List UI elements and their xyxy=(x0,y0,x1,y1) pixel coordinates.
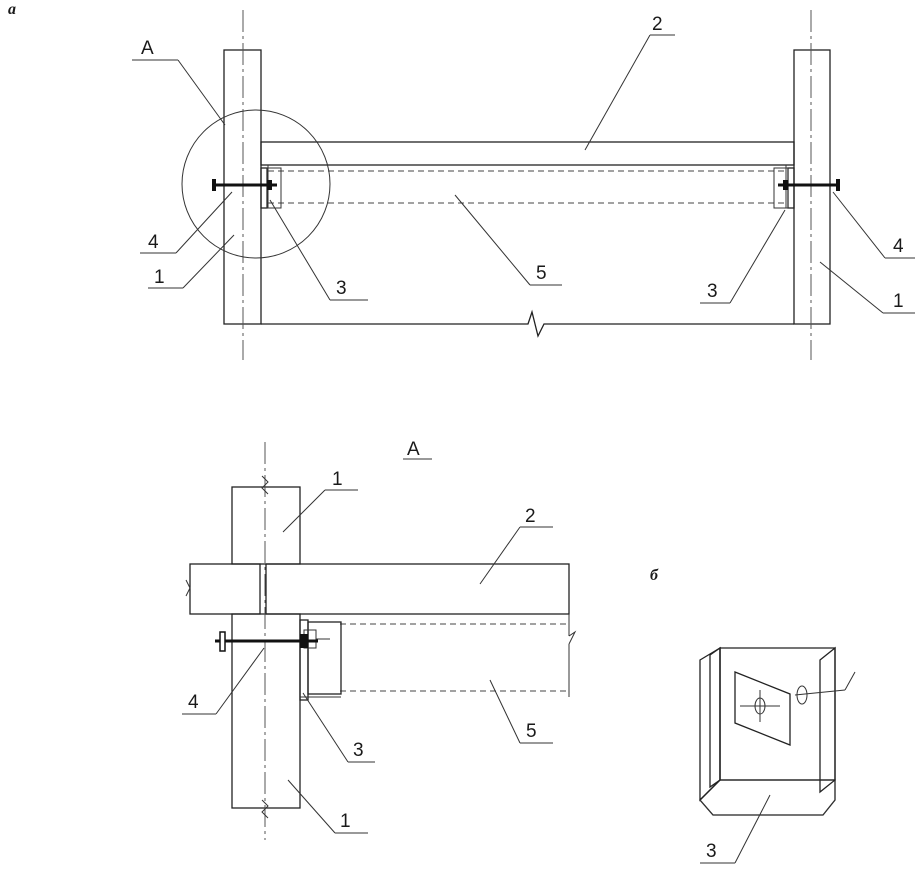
detail-left-slab xyxy=(189,563,261,615)
detail-callout-3: 3 xyxy=(353,740,364,761)
callout-3-right: 3 xyxy=(707,281,718,302)
detail-bolt xyxy=(215,631,318,652)
callout-1-right: 1 xyxy=(893,291,904,312)
panel-beam xyxy=(267,165,787,208)
callout-5-leader xyxy=(454,194,562,286)
callout-1-left-leader xyxy=(148,234,235,289)
detail-a-marker: А xyxy=(141,38,154,59)
iso-callout-3: 3 xyxy=(706,841,717,862)
right-bolt xyxy=(778,179,840,191)
callout-3-right-leader xyxy=(700,209,786,304)
detail-a-circle xyxy=(181,109,331,259)
floor-slab xyxy=(260,141,795,166)
callout-3-left: 3 xyxy=(336,278,347,299)
callout-3-left-leader xyxy=(269,199,368,301)
detail-a-title: А xyxy=(407,439,420,460)
callout-5-top: 5 xyxy=(536,263,547,284)
callout-4-right: 4 xyxy=(893,236,904,257)
detail-callout-1-top-leader xyxy=(282,489,358,533)
callout-2-leader xyxy=(584,34,675,151)
callout-a-leader xyxy=(132,59,226,126)
callout-1-left: 1 xyxy=(154,267,165,288)
detail-callout-4: 4 xyxy=(188,692,199,713)
detail-callout-5: 5 xyxy=(526,721,537,742)
detail-callout-2: 2 xyxy=(525,506,536,527)
detail-callout-1-top: 1 xyxy=(332,469,343,490)
detail-callout-3-leader xyxy=(302,692,375,763)
detail-panel-beam xyxy=(340,614,577,697)
callout-4-right-leader xyxy=(832,191,915,259)
detail-callout-2-leader xyxy=(479,526,553,585)
callout-4-left-leader xyxy=(140,191,233,254)
left-bolt xyxy=(212,179,277,191)
view-b-label: б xyxy=(650,567,659,584)
callout-1-right-leader xyxy=(819,261,915,314)
detail-callout-1-bottom: 1 xyxy=(340,811,351,832)
detail-lower-wall xyxy=(231,613,301,809)
detail-bracket xyxy=(299,619,342,701)
detail-main-slab xyxy=(265,563,570,615)
detail-callout-5-leader xyxy=(489,679,553,744)
view-a-label: а xyxy=(8,1,16,18)
callout-4-left: 4 xyxy=(148,232,159,253)
isometric-bracket xyxy=(699,646,856,816)
floor-break-line xyxy=(261,309,794,338)
callout-2-top: 2 xyxy=(652,14,663,35)
detail-callout-4-leader xyxy=(182,647,265,715)
iso-callout-3-leader xyxy=(700,794,771,864)
detail-callout-1-bottom-leader xyxy=(287,779,368,834)
